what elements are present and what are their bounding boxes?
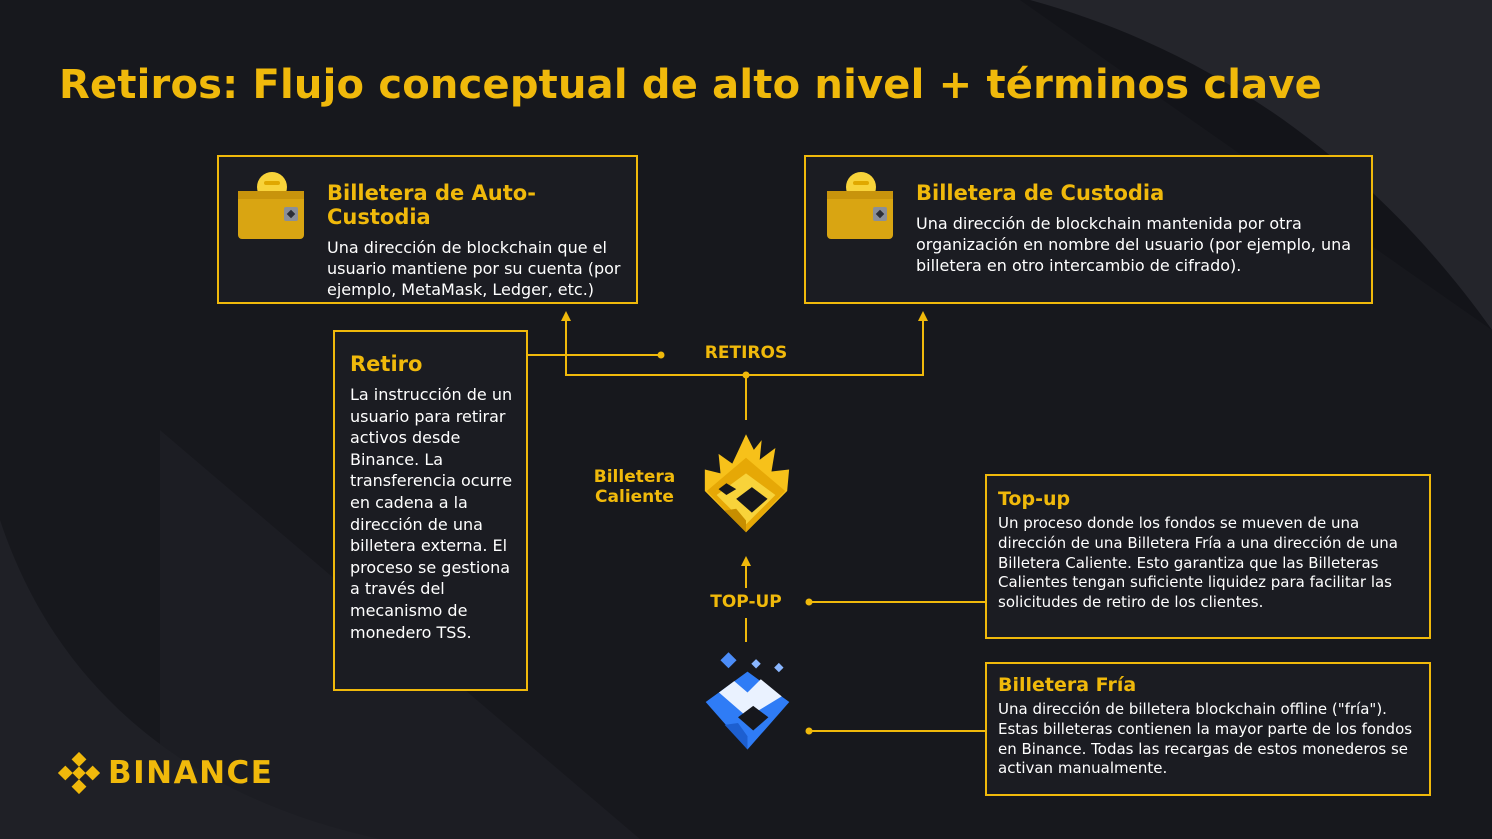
withdrawals-flow-label: RETIROS xyxy=(704,343,788,363)
cold-wallet-title: Billetera Fría xyxy=(998,674,1137,696)
custodial-title: Billetera de Custodia xyxy=(916,181,1165,205)
cold-wallet-description: Una dirección de billetera blockchain of… xyxy=(998,700,1413,778)
wallet-icon xyxy=(827,172,893,239)
topup-description: Un proceso donde los fondos se mueven de… xyxy=(998,514,1398,612)
self-custody-description: Una dirección de blockchain que el usuar… xyxy=(327,238,621,299)
cold-wallet-icon xyxy=(705,652,790,750)
withdrawal-description: La instrucción de un usuario para retira… xyxy=(350,385,513,642)
topup-card: Top-up Un proceso donde los fondos se mu… xyxy=(985,474,1431,639)
wallet-icon xyxy=(238,172,304,239)
self-custody-wallet-card: Billetera de Auto-Custodia Una dirección… xyxy=(217,155,638,304)
topup-title: Top-up xyxy=(998,488,1071,510)
withdrawal-card: Retiro La instrucción de un usuario para… xyxy=(333,330,528,691)
self-custody-title: Billetera de Auto-Custodia xyxy=(327,181,536,229)
hot-wallet-label: Billetera Caliente xyxy=(593,467,676,507)
custodial-wallet-card: Billetera de Custodia Una dirección de b… xyxy=(804,155,1373,304)
binance-logo: BINANCE xyxy=(58,752,273,794)
page-title: Retiros: Flujo conceptual de alto nivel … xyxy=(59,62,1322,108)
cold-wallet-card: Billetera Fría Una dirección de billeter… xyxy=(985,662,1431,796)
hot-wallet-flame-icon xyxy=(704,434,790,533)
binance-wordmark: BINANCE xyxy=(108,755,274,791)
custodial-description: Una dirección de blockchain mantenida po… xyxy=(916,214,1352,275)
withdrawal-title: Retiro xyxy=(350,352,423,376)
topup-flow-label: TOP-UP xyxy=(710,592,782,612)
binance-logo-icon xyxy=(58,752,100,794)
